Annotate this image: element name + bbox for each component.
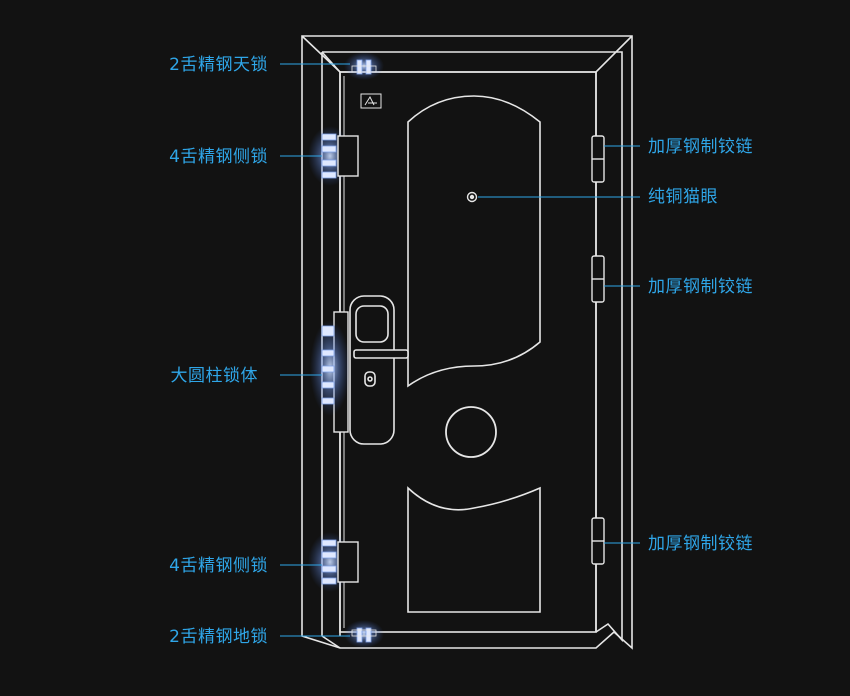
label-hinge-top: 加厚钢制铰链: [648, 137, 753, 157]
hinge-bottom-icon: [591, 517, 605, 565]
door-frame-outline: [301, 35, 633, 650]
door-handle-icon: [349, 295, 409, 445]
label-hinge-bottom: 加厚钢制铰链: [648, 534, 753, 554]
bottom-bolt-icon: [351, 627, 377, 643]
lock-body-bolts-icon: [321, 325, 335, 405]
label-lock-body: 大圆柱锁体: [170, 366, 258, 386]
upper-panel: [407, 95, 541, 388]
lower-side-lock-icon: [321, 539, 359, 585]
label-peephole: 纯铜猫眼: [648, 187, 718, 207]
label-hinge-middle: 加厚钢制铰链: [648, 277, 753, 297]
lower-panel: [407, 486, 541, 613]
peephole-icon: [466, 191, 478, 203]
top-bolt-icon: [351, 59, 377, 75]
label-upper-side-lock: 4舌精钢侧锁: [169, 147, 268, 167]
label-lower-side-lock: 4舌精钢侧锁: [169, 556, 268, 576]
hinges: [591, 135, 605, 565]
upper-side-lock-icon: [321, 133, 359, 179]
bolts: [321, 59, 377, 643]
center-ring: [445, 406, 497, 458]
label-top-bolt: 2舌精钢天锁: [169, 55, 268, 75]
label-bottom-bolt: 2舌精钢地锁: [169, 627, 268, 647]
brand-logo-icon: [360, 93, 382, 109]
hinge-top-icon: [591, 135, 605, 183]
door-frame-inner-left: [321, 51, 341, 649]
hinge-middle-icon: [591, 255, 605, 303]
leader-lines: [280, 63, 640, 637]
